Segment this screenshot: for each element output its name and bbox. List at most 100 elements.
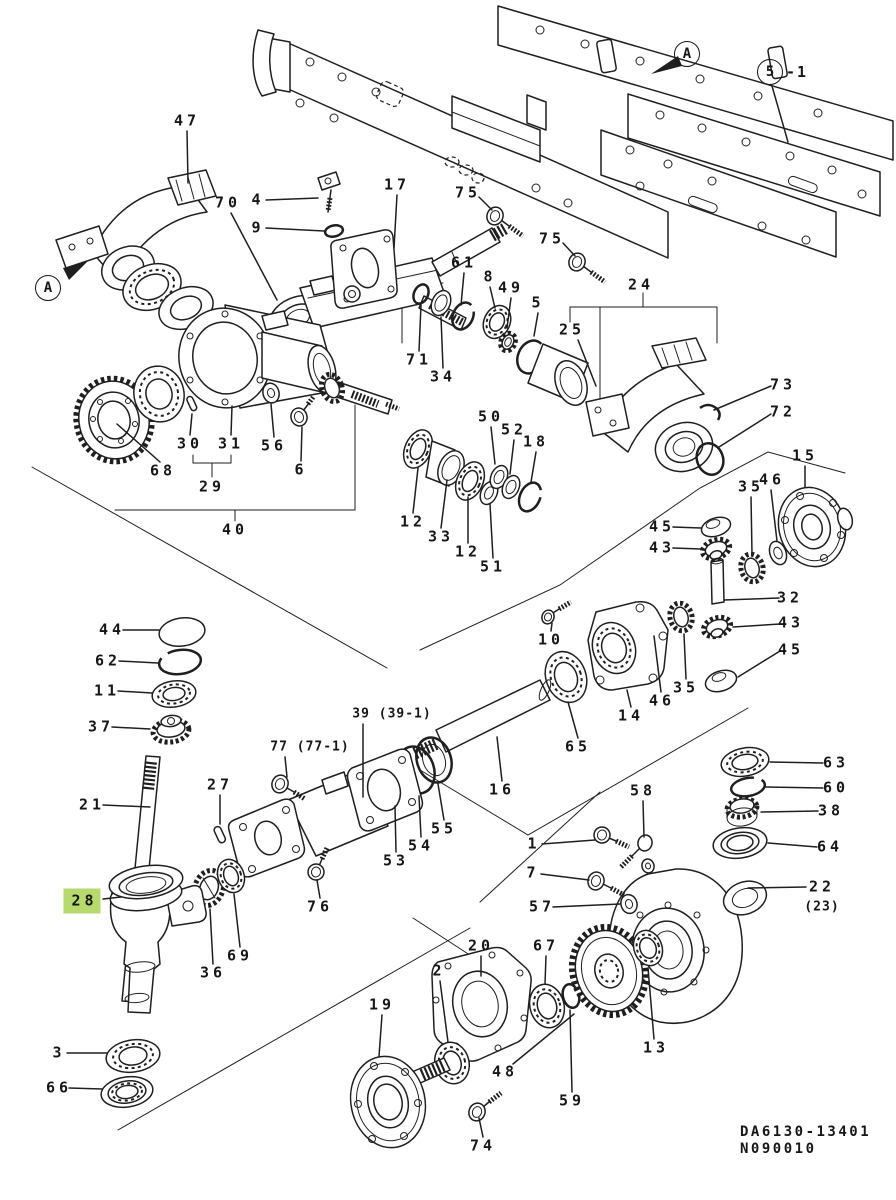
part-bearing-65 [544, 650, 588, 704]
callout-35[interactable]: 35 [737, 477, 765, 496]
callout-9[interactable]: 9 [251, 218, 265, 237]
part-spider-gear-35b [667, 600, 695, 634]
callout-76[interactable]: 76 [306, 897, 334, 916]
callout-3939-1[interactable]: 39 (39-1) [352, 706, 432, 722]
callout-75[interactable]: 75 [454, 183, 482, 202]
callout-24[interactable]: 24 [627, 275, 655, 294]
callout-7[interactable]: 7 [526, 863, 540, 882]
callout-2[interactable]: 2 [432, 961, 446, 980]
callout-65[interactable]: 65 [564, 737, 592, 756]
callout-19[interactable]: 19 [368, 995, 396, 1014]
callout-36[interactable]: 36 [199, 963, 227, 982]
callout-30[interactable]: 30 [176, 434, 204, 453]
callout-31[interactable]: 31 [217, 434, 245, 453]
callout-13[interactable]: 13 [642, 1038, 670, 1057]
part-diff-carrier-housing [178, 304, 339, 409]
callout-68[interactable]: 68 [149, 461, 177, 480]
callout-47[interactable]: 47 [173, 111, 201, 130]
callout-70[interactable]: 70 [214, 193, 242, 212]
callout-27[interactable]: 27 [206, 775, 234, 794]
part-bearing-69 [216, 858, 246, 894]
callout-11[interactable]: 11 [93, 681, 121, 700]
callout-45[interactable]: 45 [777, 640, 805, 659]
callout-29[interactable]: 29 [198, 477, 226, 496]
callout-55[interactable]: 55 [430, 819, 458, 838]
callout-75[interactable]: 75 [538, 229, 566, 248]
callout-37[interactable]: 37 [87, 717, 115, 736]
callout-35[interactable]: 35 [672, 678, 700, 697]
callout-5[interactable]: 5 [531, 293, 545, 312]
callout-21[interactable]: 21 [78, 795, 106, 814]
callout-3[interactable]: 3 [52, 1043, 66, 1062]
callout-8[interactable]: 8 [483, 267, 497, 286]
part-bolt-7 [587, 871, 626, 898]
part-oring-71 [412, 283, 430, 305]
callout-28[interactable]: 28 [63, 888, 101, 914]
callout-74[interactable]: 74 [469, 1136, 497, 1155]
callout-53[interactable]: 53 [382, 851, 410, 870]
part-bolt-77 [271, 774, 307, 802]
callout-12[interactable]: 12 [454, 542, 482, 561]
callout-63[interactable]: 63 [822, 753, 850, 772]
callout-12[interactable]: 12 [399, 512, 427, 531]
callout-14[interactable]: 14 [617, 706, 645, 725]
callout-54[interactable]: 54 [407, 836, 435, 855]
callout-50[interactable]: 50 [477, 407, 505, 426]
callout-67[interactable]: 67 [532, 936, 560, 955]
callout-69[interactable]: 69 [226, 946, 254, 965]
callout-40[interactable]: 40 [221, 520, 249, 539]
callout-1[interactable]: 1 [527, 834, 541, 853]
callout-60[interactable]: 60 [822, 778, 850, 797]
callout-43[interactable]: 43 [648, 538, 676, 557]
callout-45[interactable]: 45 [648, 517, 676, 536]
callout-25[interactable]: 25 [558, 320, 586, 339]
callout-48[interactable]: 48 [491, 1062, 519, 1081]
callout-59[interactable]: 59 [558, 1091, 586, 1110]
callout-38[interactable]: 38 [817, 801, 845, 820]
part-bearing-11 [151, 680, 197, 708]
callout-46[interactable]: 46 [758, 470, 786, 489]
callout-32[interactable]: 32 [776, 588, 804, 607]
callout-4[interactable]: 4 [251, 190, 265, 209]
part-hub-19 [349, 1055, 451, 1149]
part-bearing-3 [105, 1038, 161, 1074]
part-lock-washer-49 [498, 330, 518, 354]
circled-ref-5: 5 [757, 59, 783, 85]
callout-23[interactable]: (23) [804, 899, 840, 915]
callout-62[interactable]: 62 [94, 651, 122, 670]
callout-57[interactable]: 57 [528, 897, 556, 916]
callout-58[interactable]: 58 [629, 781, 657, 800]
callout-72[interactable]: 72 [769, 402, 797, 421]
callout-61[interactable]: 61 [450, 253, 478, 272]
callout-A[interactable]: A [35, 275, 61, 301]
callout-51[interactable]: 51 [479, 557, 507, 576]
callout-6[interactable]: 6 [294, 460, 308, 479]
callout-46[interactable]: 46 [648, 691, 676, 710]
callout-18[interactable]: 18 [522, 432, 550, 451]
callout-49[interactable]: 49 [497, 278, 525, 297]
callout-52[interactable]: 52 [500, 420, 528, 439]
part-bolt-75a [486, 206, 525, 239]
callout-17[interactable]: 17 [383, 175, 411, 194]
callout-64[interactable]: 64 [816, 837, 844, 856]
callout-43[interactable]: 43 [777, 613, 805, 632]
callout-33[interactable]: 33 [427, 527, 455, 546]
callout-10[interactable]: 10 [537, 630, 565, 649]
callout-A[interactable]: A [674, 41, 700, 67]
callout-56[interactable]: 56 [260, 436, 288, 455]
callout-66[interactable]: 66 [45, 1078, 73, 1097]
callout-5-1[interactable]: 5-1 [757, 59, 808, 85]
callout-7777-1[interactable]: 77 (77-1) [270, 739, 350, 755]
part-pin-30 [186, 395, 198, 412]
part-bearing-63 [720, 746, 770, 778]
callout-71[interactable]: 71 [405, 350, 433, 369]
callout-20[interactable]: 20 [467, 936, 495, 955]
callout-44[interactable]: 44 [98, 620, 126, 639]
callout-15[interactable]: 15 [791, 446, 819, 465]
callout-34[interactable]: 34 [429, 367, 457, 386]
part-clip-73 [699, 403, 721, 421]
callout-16[interactable]: 16 [488, 780, 516, 799]
callout-73[interactable]: 73 [769, 375, 797, 394]
callout-22[interactable]: 22 [808, 877, 836, 896]
